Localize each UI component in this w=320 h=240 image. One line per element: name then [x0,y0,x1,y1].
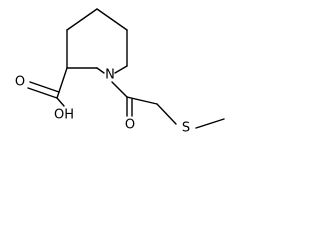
bond-c6-carboxyl [56,67,68,99]
structural-formula: N O OH O S [15,8,225,136]
bond-ring-c2-c3 [96,8,128,31]
amide-oxygen-label: O [125,118,135,133]
bond-carboxyl-double-o-2 [29,81,60,93]
side-chain [111,81,225,129]
piperidine-ring [66,8,128,74]
bond-carboxyl-oh [56,97,65,107]
acid-hydroxyl-label: OH [54,108,74,123]
bond-ring-c1-c2 [66,8,98,31]
bond-amide-carbon-ch2 [126,96,158,105]
sulfur-label: S [182,121,190,136]
bond-ch2-s [156,103,177,125]
acid-carbonyl-oxygen-label: O [15,75,25,90]
carboxylic-acid-group [27,67,68,107]
bond-n-amide-carbon [111,81,128,98]
bond-carboxyl-double-o [27,87,58,99]
bond-ring-n-c6 [96,67,105,74]
bond-s-methyl [195,118,225,129]
nitrogen-label: N [105,68,115,83]
bond-ring-c4-n [114,65,128,74]
atom-labels: N O OH O S [15,68,190,136]
